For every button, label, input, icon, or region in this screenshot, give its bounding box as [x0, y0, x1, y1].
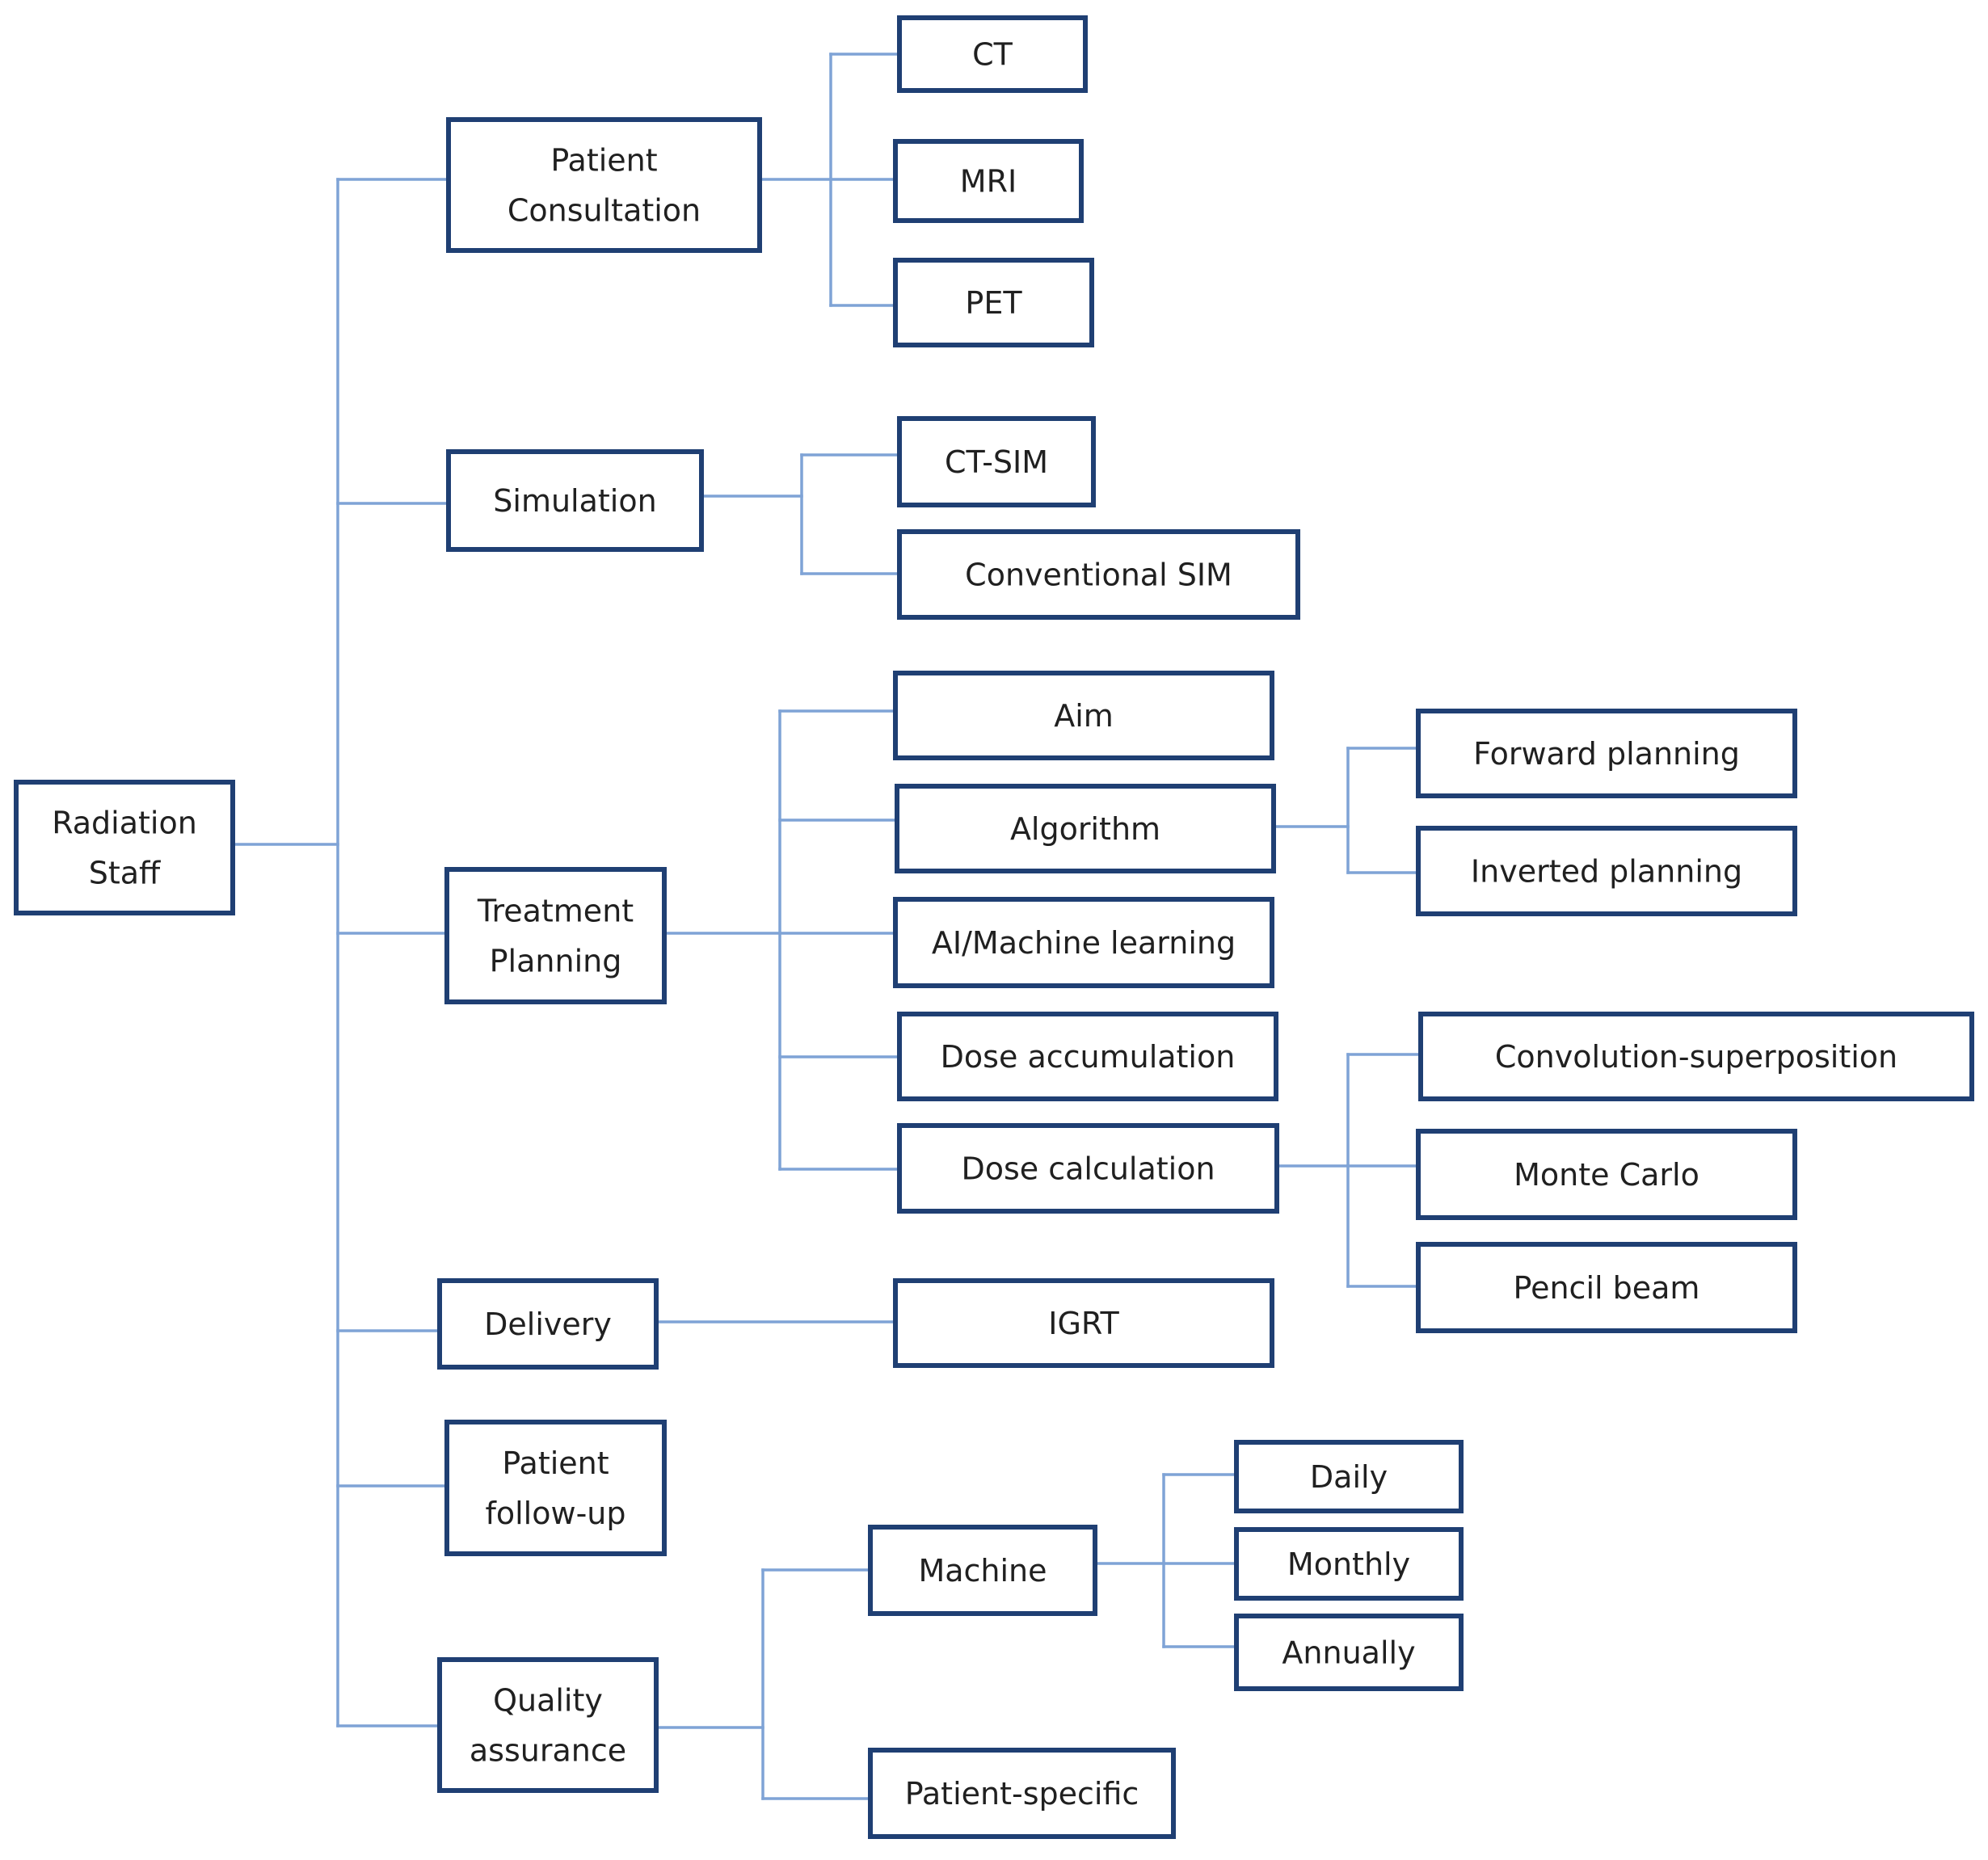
- node-box: [437, 1278, 659, 1370]
- node-aim: Aim: [893, 671, 1274, 760]
- node-monthly: Monthly: [1234, 1527, 1464, 1601]
- node-label: CT: [972, 36, 1013, 72]
- connectors: [231, 53, 1422, 1800]
- node-box: [1234, 1614, 1464, 1691]
- node-label: MRI: [960, 163, 1017, 199]
- node-patient-specific: Patient-specific: [868, 1748, 1176, 1839]
- node-box: [897, 416, 1096, 507]
- node-box: [1416, 709, 1797, 798]
- node-machine: Machine: [868, 1525, 1097, 1616]
- node-dose-accumulation: Dose accumulation: [897, 1012, 1278, 1101]
- node-box: [895, 784, 1276, 873]
- node-box: [446, 449, 704, 552]
- node-box: [444, 1420, 667, 1556]
- node-label: Monte Carlo: [1514, 1157, 1699, 1193]
- node-box: [446, 117, 762, 253]
- node-label: Inverted planning: [1471, 853, 1742, 889]
- node-annually: Annually: [1234, 1614, 1464, 1691]
- node-algorithm: Algorithm: [895, 784, 1276, 873]
- node-label: Algorithm: [1010, 811, 1160, 847]
- node-label: Patient-specific: [905, 1776, 1139, 1812]
- node-daily: Daily: [1234, 1440, 1464, 1513]
- node-box: [897, 1123, 1279, 1214]
- node-box: [893, 258, 1094, 347]
- node-box: [893, 1278, 1274, 1368]
- node-label: Delivery: [484, 1307, 612, 1342]
- node-ct: CT: [897, 15, 1088, 93]
- node-forward-planning: Forward planning: [1416, 709, 1797, 798]
- node-box: [893, 139, 1084, 223]
- node-label: Aim: [1054, 698, 1114, 734]
- node-label: Dose accumulation: [941, 1039, 1236, 1075]
- node-box: [897, 15, 1088, 93]
- node-conventional-sim: Conventional SIM: [897, 529, 1300, 620]
- node-box: [1234, 1527, 1464, 1601]
- node-label: CT-SIM: [945, 444, 1048, 480]
- node-box: [444, 867, 667, 1004]
- node-ct-sim: CT-SIM: [897, 416, 1096, 507]
- node-igrt: IGRT: [893, 1278, 1274, 1368]
- node-label: Dose calculation: [961, 1151, 1215, 1186]
- node-box: [1416, 826, 1797, 916]
- node-label: AI/Machine learning: [932, 925, 1236, 961]
- node-box: [897, 1012, 1278, 1101]
- node-box: [14, 780, 235, 915]
- node-inverted-planning: Inverted planning: [1416, 826, 1797, 916]
- node-pet: PET: [893, 258, 1094, 347]
- node-label: Monthly: [1287, 1546, 1410, 1582]
- node-box: [868, 1525, 1097, 1616]
- node-label: Convolution-superposition: [1495, 1039, 1897, 1075]
- node-simulation: Simulation: [446, 449, 704, 552]
- node-box: [1416, 1129, 1797, 1220]
- node-box: [868, 1748, 1176, 1839]
- node-pencil-beam: Pencil beam: [1416, 1242, 1797, 1333]
- node-label: Machine: [918, 1553, 1047, 1589]
- node-label: PET: [965, 285, 1022, 321]
- node-box: [897, 529, 1300, 620]
- node-dose-calculation: Dose calculation: [897, 1123, 1279, 1214]
- node-box: [437, 1657, 659, 1793]
- node-box: [1416, 1242, 1797, 1333]
- node-box: [1234, 1440, 1464, 1513]
- node-ai-ml: AI/Machine learning: [893, 897, 1274, 988]
- node-label: Forward planning: [1473, 736, 1740, 772]
- node-label: IGRT: [1048, 1306, 1119, 1341]
- node-label: Pencil beam: [1514, 1270, 1700, 1306]
- node-label: Daily: [1310, 1459, 1388, 1495]
- node-label: Annually: [1282, 1635, 1415, 1670]
- node-label: Conventional SIM: [965, 557, 1232, 592]
- node-convolution-superposition: Convolution-superposition: [1418, 1012, 1974, 1101]
- node-monte-carlo: Monte Carlo: [1416, 1129, 1797, 1220]
- node-box: [893, 671, 1274, 760]
- node-box: [1418, 1012, 1974, 1101]
- node-delivery: Delivery: [437, 1278, 659, 1370]
- node-mri: MRI: [893, 139, 1084, 223]
- node-box: [893, 897, 1274, 988]
- node-label: Simulation: [493, 483, 656, 519]
